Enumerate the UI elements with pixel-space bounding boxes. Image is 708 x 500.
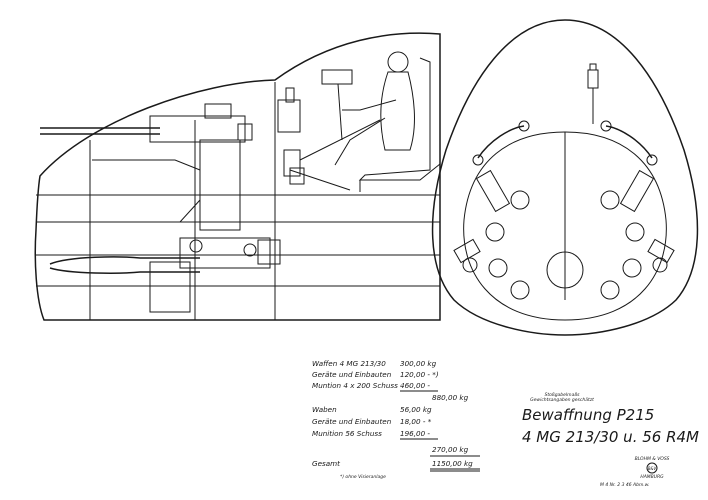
fuselage-cross-section (431, 19, 699, 336)
weight-table: Waffen 4 MG 213/30 300,00 kg Geräte und … (312, 359, 480, 480)
weight-row-5-value: 56,00 kg (400, 405, 432, 414)
company-logo (646, 462, 658, 474)
weight-row-2-label: Geräte und Einbauten (312, 370, 392, 379)
company-name: BLOHM & VOSS (635, 456, 670, 462)
weight-row-1-value: 300,00 kg (400, 359, 437, 368)
rocket-packs (462, 169, 668, 300)
weight-row-7-value: 196,00 - (400, 429, 430, 438)
weight-row-3-value: 460,00 - (400, 381, 430, 390)
front-view (431, 19, 699, 336)
weight-subtotal-2: 270,00 kg (432, 445, 469, 454)
company-subheader: Gewichtsangaben geschätzt (530, 397, 594, 403)
weight-row-6-label: Geräte und Einbauten (312, 417, 392, 426)
cannon-mounts (453, 120, 675, 264)
weight-row-6-value: 18,00 - * (400, 417, 432, 426)
drawing-title-line1: Bewaffnung P215 (522, 406, 654, 424)
weight-subtotal-1: 880,00 kg (432, 393, 469, 402)
drawing-title-line2: 4 MG 213/30 u. 56 R4M (522, 428, 699, 446)
weight-total-label: Gesamt (312, 459, 341, 468)
weight-total-value: 1150,00 kg (432, 459, 473, 468)
company-city: HAMBURG (640, 474, 664, 480)
company-logo-text: B&V (648, 466, 657, 471)
weight-row-5-label: Waben (312, 405, 337, 414)
title-block: Stoßgabelmaßs Gewichtsangaben geschätzt … (522, 392, 699, 488)
side-view (34, 32, 441, 321)
company-header: Stoßgabelmaßs (544, 392, 580, 398)
upper-cannon (40, 103, 253, 231)
weight-footnote: *) ohne Visieranlage (340, 474, 386, 480)
weight-row-3-label: Muntion 4 x 200 Schuss (312, 381, 398, 390)
weight-row-7-label: Munition 56 Schuss (312, 429, 382, 438)
lower-cannon (49, 237, 281, 274)
weight-row-2-value: 120,00 - *) (400, 370, 439, 379)
fuselage-outline (34, 32, 441, 321)
weight-row-1-label: Waffen 4 MG 213/30 (312, 359, 386, 368)
pilot-figure (334, 51, 415, 166)
drawing-number: M 4 Nr. 2 3 46 Abm.w. (600, 482, 650, 488)
